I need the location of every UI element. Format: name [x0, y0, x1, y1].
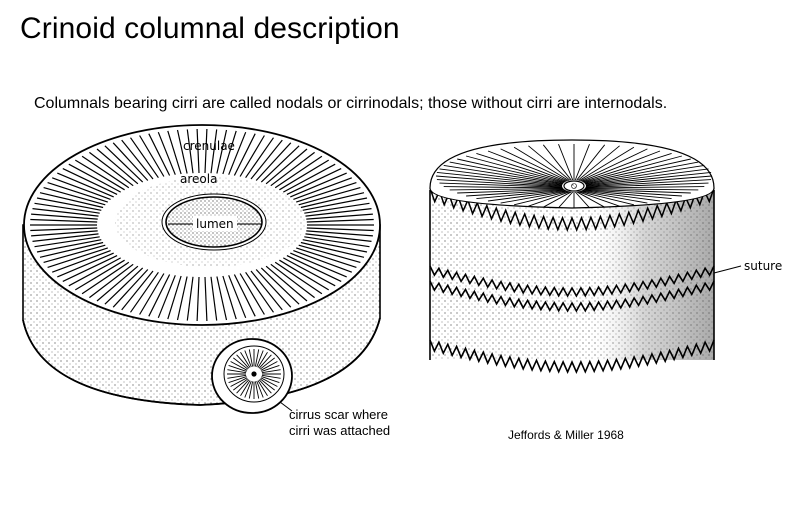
suture-line-upper: [429, 265, 715, 298]
cirrus-scar-caption: cirrus scar where cirri was attached: [289, 407, 390, 439]
cirrus-scar: [211, 338, 293, 414]
bottom-crenulated-rim: [429, 339, 715, 374]
cirrus-caption-line-1: cirrus scar where: [289, 407, 388, 422]
suture-leader: [713, 265, 742, 274]
cirrus-scar-leader: [279, 401, 293, 412]
suture-label: suture: [744, 259, 782, 273]
nodal-columnal-drawing: lumen crenulae areola: [22, 124, 381, 414]
internodal-columnals-drawing: suture: [429, 139, 782, 374]
page-title: Crinoid columnal description: [20, 12, 400, 45]
crenulae-label: crenulae: [183, 139, 235, 153]
figure-credit: Jeffords & Miller 1968: [508, 428, 624, 442]
crenulae-ridges: [30, 128, 374, 322]
areola-label: areola: [180, 172, 217, 186]
lumen-label: lumen: [196, 217, 234, 231]
suture-line-lower: [429, 280, 715, 313]
cirrus-caption-line-2: cirri was attached: [289, 423, 391, 438]
page-subtitle: Columnals bearing cirri are called nodal…: [34, 95, 668, 112]
